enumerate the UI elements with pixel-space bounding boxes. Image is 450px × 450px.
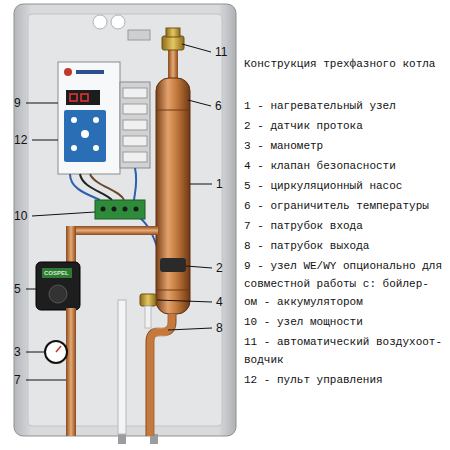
part-description: 7 - патрубок входа bbox=[244, 217, 447, 235]
callout-number: 7 bbox=[14, 373, 21, 387]
leader-lines bbox=[26, 44, 212, 380]
callout-number: 1 bbox=[216, 177, 223, 191]
callout-number: 5 bbox=[14, 282, 21, 296]
part-description: 2 - датчик протока bbox=[244, 117, 447, 135]
pump-brand: COSPEL bbox=[44, 270, 69, 277]
callout-number: 11 bbox=[215, 45, 227, 59]
part-description: 8 - патрубок выхода bbox=[244, 237, 447, 255]
part-description: 3 - манометр bbox=[244, 137, 447, 155]
callout-number: 8 bbox=[216, 321, 223, 335]
diagram-title: Конструкция трехфазного котла bbox=[244, 56, 447, 73]
callout-number: 10 bbox=[14, 209, 27, 223]
callout-number: 2 bbox=[216, 261, 223, 275]
part-description: 10 - узел мощности bbox=[244, 313, 447, 331]
part-description: 11 - автоматический воздухоот- водчик bbox=[244, 333, 447, 369]
callout-number: 9 bbox=[14, 96, 21, 110]
part-description: 6 - ограничитель температуры bbox=[244, 197, 447, 215]
part-description: 4 - клапан безопасности bbox=[244, 157, 447, 175]
callout-number: 12 bbox=[14, 133, 27, 147]
callout-number: 4 bbox=[216, 295, 223, 309]
part-list: 1 - нагревательный узел 2 - датчик проток… bbox=[244, 97, 447, 391]
part-description: 12 - пульт управления bbox=[244, 371, 447, 389]
callout-number: 6 bbox=[215, 99, 222, 113]
part-description: 5 - циркуляционный насос bbox=[244, 177, 447, 195]
part-description: 1 - нагревательный узел bbox=[244, 97, 447, 115]
callout-number: 3 bbox=[14, 345, 21, 359]
part-description: 9 - узел WE/WY опционально для совместно… bbox=[244, 257, 447, 311]
